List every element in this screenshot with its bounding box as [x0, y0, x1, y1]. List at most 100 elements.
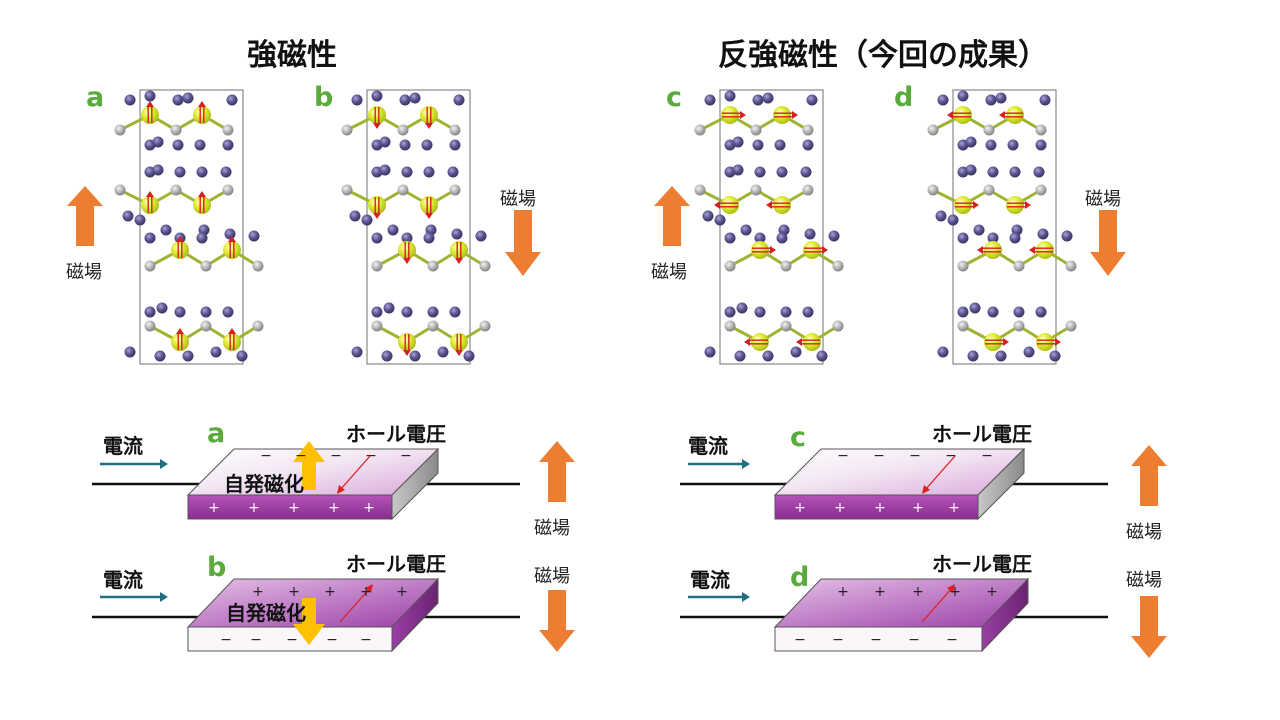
charge-symbol-front: −: [870, 632, 882, 648]
purple-atom: [451, 228, 463, 240]
spin-arrow-head: [714, 201, 720, 209]
purple-atom: [351, 94, 363, 106]
purple-atom: [182, 92, 194, 104]
magnetic-atom: [193, 196, 211, 214]
purple-atom: [1035, 306, 1047, 318]
gray-atom: [252, 320, 264, 332]
purple-atom: [399, 139, 411, 151]
magnetic-atom: [773, 106, 791, 124]
purple-atom: [774, 139, 786, 151]
purple-atom: [371, 90, 383, 102]
gray-atom: [927, 124, 939, 136]
slab-side-d: [981, 577, 1029, 653]
charge-symbol-top: +: [986, 584, 998, 600]
field-label-b: 磁場: [500, 189, 536, 210]
gray-atom: [724, 320, 736, 332]
panel-label-c: c: [666, 82, 683, 113]
purple-atom: [816, 350, 828, 362]
purple-atom: [379, 164, 391, 176]
purple-atom: [174, 166, 186, 178]
charge-symbol-top: −: [400, 448, 412, 464]
purple-atom: [156, 302, 168, 314]
charge-symbol-top: −: [909, 448, 921, 464]
crystal-d: [927, 90, 1077, 362]
gray-atom: [1065, 320, 1077, 332]
purple-atom: [1061, 230, 1073, 242]
gray-atom: [144, 260, 156, 272]
charge-symbol-top: +: [912, 584, 924, 600]
spin-arrow-head: [822, 246, 828, 254]
spin-arrow-head: [977, 246, 983, 254]
purple-atom: [224, 228, 236, 240]
purple-atom: [1039, 94, 1051, 106]
purple-atom: [1023, 346, 1035, 358]
charge-symbol-top: +: [874, 584, 886, 600]
spin-arrow-head: [228, 328, 236, 334]
purple-atom: [134, 214, 146, 226]
spin-arrow-head: [792, 111, 798, 119]
magnetic-atom: [141, 196, 159, 214]
purple-atom: [776, 232, 788, 244]
charge-symbol-top: −: [873, 448, 885, 464]
device-label-a: a: [207, 418, 226, 449]
purple-atom: [762, 350, 774, 362]
purple-atom: [802, 139, 814, 151]
purple-atom: [969, 302, 981, 314]
purple-atom: [957, 90, 969, 102]
device-c: −−−−−+++++: [680, 447, 1108, 521]
gray-atom: [144, 320, 156, 332]
purple-atom: [194, 139, 206, 151]
spin-arrow-head: [999, 111, 1005, 119]
purple-atom: [995, 350, 1007, 362]
purple-atom: [154, 350, 166, 362]
spontaneous-magnetization-arrow-b: [293, 598, 325, 645]
magnetic-atom: [420, 196, 438, 214]
purple-atom: [987, 306, 999, 318]
magnetic-atom: [398, 333, 416, 351]
magnetic-atom: [1006, 196, 1024, 214]
gray-atom: [479, 320, 491, 332]
magnetic-atom: [171, 333, 189, 351]
purple-atom: [351, 346, 363, 358]
hall-voltage-label-a: ホール電圧: [346, 422, 446, 446]
magnetic-atom: [773, 196, 791, 214]
purple-atom: [160, 224, 172, 236]
crystal-c: [694, 90, 844, 362]
spin-arrow-head: [770, 246, 776, 254]
gray-atom: [427, 260, 439, 272]
charge-symbol-front: +: [912, 500, 924, 516]
device-field-arrow-b: [539, 590, 575, 652]
spontaneous-magnetization-label-a: 自発磁化: [224, 472, 304, 496]
purple-atom: [762, 92, 774, 104]
purple-atom: [724, 306, 736, 318]
purple-atom: [401, 306, 413, 318]
spin-arrow-head: [176, 328, 184, 334]
gray-atom: [449, 184, 461, 196]
purple-atom: [724, 90, 736, 102]
gray-atom: [114, 124, 126, 136]
antiferro-title: 反強磁性（今回の成果）: [718, 38, 1048, 73]
gray-atom: [750, 184, 762, 196]
charge-symbol-top: +: [324, 584, 336, 600]
spin-arrow-head: [425, 123, 433, 129]
purple-atom: [248, 230, 260, 242]
purple-atom: [152, 164, 164, 176]
charge-symbol-top: +: [949, 584, 961, 600]
purple-atom: [172, 94, 184, 106]
gray-atom: [802, 124, 814, 136]
charge-symbol-front: −: [360, 632, 372, 648]
field-label-d: 磁場: [1085, 189, 1121, 210]
purple-atom: [1049, 350, 1061, 362]
purple-atom: [381, 350, 393, 362]
gray-atom: [222, 184, 234, 196]
charge-symbol-front: +: [248, 500, 260, 516]
charge-symbol-front: −: [286, 632, 298, 648]
purple-atom: [804, 228, 816, 240]
gray-atom: [170, 184, 182, 196]
spin-arrow-head: [1003, 338, 1009, 346]
device-d: +++++−−−−−: [680, 577, 1108, 653]
spin-arrow-head: [766, 201, 772, 209]
ferro-title: 強磁性: [247, 38, 337, 73]
charge-symbol-front: +: [208, 500, 220, 516]
purple-atom: [401, 232, 413, 244]
